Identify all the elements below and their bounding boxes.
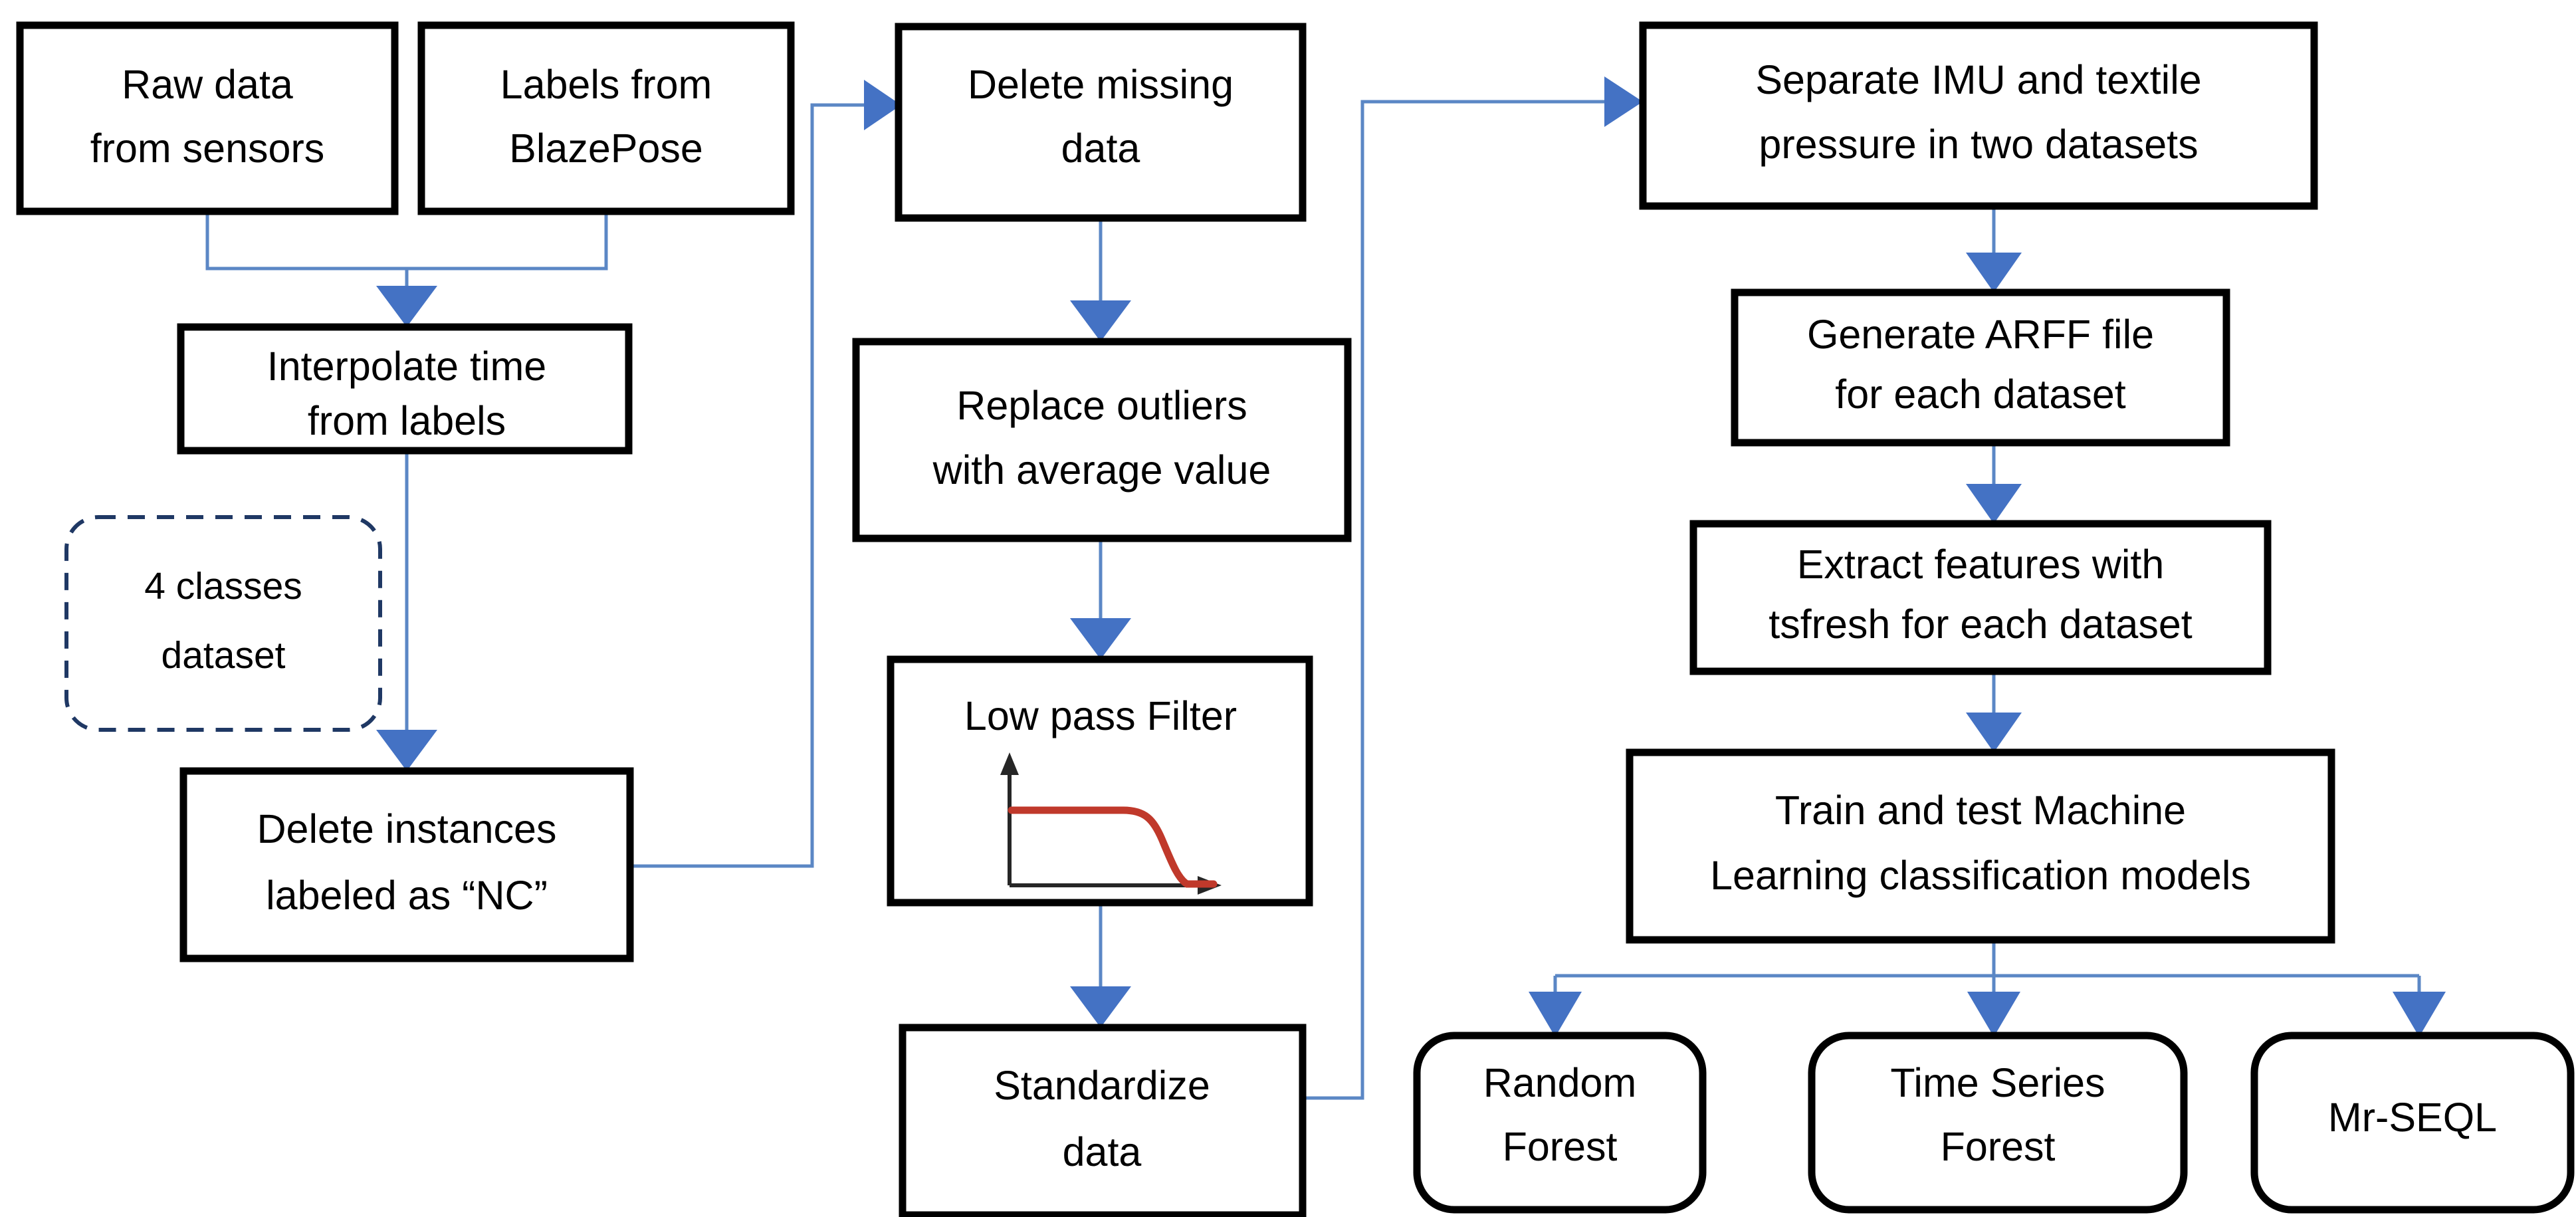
arrowhead-delete-missing [864,80,901,130]
arrowhead-train-test [1966,713,2022,752]
node-generate-arff[interactable]: Generate ARFF file for each dataset [1731,288,2230,447]
node-standardize-line-1: Standardize [994,1063,1210,1108]
node-train-test[interactable]: Train and test Machine Learning classifi… [1626,748,2335,944]
node-replace-outliers[interactable]: Replace outliers with average value [852,338,1352,542]
connector-layer [205,76,2446,1100]
node-extract-features-line-1: Extract features with [1797,542,2165,587]
node-separate-imu-line-2: pressure in two datasets [1759,122,2198,167]
node-four-classes-dataset[interactable]: 4 classes dataset [64,515,382,732]
node-mr-seql-label: Mr-SEQL [2328,1095,2497,1140]
node-standardize[interactable]: Standardize data [899,1024,1307,1217]
node-delete-missing-line-1: Delete missing [968,62,1234,107]
node-replace-outliers-line-1: Replace outliers [956,383,1247,428]
node-labels[interactable]: Labels from BlazePose [417,21,795,215]
low-pass-filter-plot [1000,752,1222,895]
node-generate-arff-line-1: Generate ARFF file [1807,312,2154,357]
node-delete-nc[interactable]: Delete instances labeled as “NC” [179,767,634,962]
arrowhead-interpolate [376,286,437,327]
node-standardize-line-2: data [1063,1129,1142,1174]
node-extract-features-line-2: tsfresh for each dataset [1769,602,2193,647]
node-random-forest-line-2: Forest [1503,1124,1618,1169]
node-generate-arff-line-2: for each dataset [1835,372,2126,417]
node-time-series-forest-line-1: Time Series [1890,1060,2105,1105]
node-random-forest[interactable]: Random Forest [1413,1032,1707,1214]
edge-standardize-to-separate-imu [1303,100,1604,1100]
arrowhead-random-forest [1529,992,1582,1037]
node-train-test-line-1: Train and test Machine [1775,788,2186,833]
node-mr-seql[interactable]: Mr-SEQL [2250,1032,2575,1214]
arrowhead-delete-nc [376,730,437,771]
node-four-classes-line-2: dataset [161,634,286,677]
node-raw-data-line-1: Raw data [122,62,293,107]
node-raw-data-line-2: from sensors [90,126,325,171]
node-time-series-forest[interactable]: Time Series Forest [1808,1032,2188,1214]
node-separate-imu[interactable]: Separate IMU and textile pressure in two… [1639,21,2318,210]
node-interpolate-line-1: Interpolate time [267,344,546,389]
node-delete-missing-line-2: data [1061,126,1140,171]
node-labels-line-1: Labels from [500,62,712,107]
node-labels-line-2: BlazePose [509,126,703,171]
edge-delete-nc-to-delete-missing [251,103,864,868]
arrowhead-mr-seql [2393,992,2446,1037]
node-replace-outliers-line-2: with average value [932,447,1271,493]
node-time-series-forest-line-2: Forest [1941,1124,2056,1169]
arrowhead-extract-features [1966,484,2022,524]
node-delete-nc-line-1: Delete instances [257,806,557,851]
node-delete-nc-line-2: labeled as “NC” [266,873,548,918]
node-raw-data[interactable]: Raw data from sensors [16,21,399,215]
arrowhead-time-series-forest [1967,992,2020,1037]
arrowhead-low-pass-filter [1070,618,1131,659]
node-random-forest-line-1: Random [1483,1060,1637,1105]
edge-labels-to-interpolate [407,211,608,271]
edge-raw-data-to-interpolate [205,211,407,271]
arrowhead-generate-arff [1966,253,2022,292]
node-low-pass-filter-label: Low pass Filter [964,693,1237,738]
arrowhead-standardize [1070,986,1131,1028]
node-separate-imu-line-1: Separate IMU and textile [1755,57,2201,102]
arrowhead-replace-outliers [1070,300,1131,342]
node-delete-missing[interactable]: Delete missing data [895,23,1307,222]
node-interpolate[interactable]: Interpolate time from labels [177,323,633,455]
node-train-test-line-2: Learning classification models [1710,853,2251,898]
arrowhead-separate-imu [1604,76,1643,127]
node-extract-features[interactable]: Extract features with tsfresh for each d… [1689,520,2272,675]
node-four-classes-line-1: 4 classes [144,565,302,608]
node-low-pass-filter[interactable]: Low pass Filter [887,655,1313,907]
node-interpolate-line-2: from labels [308,398,506,443]
